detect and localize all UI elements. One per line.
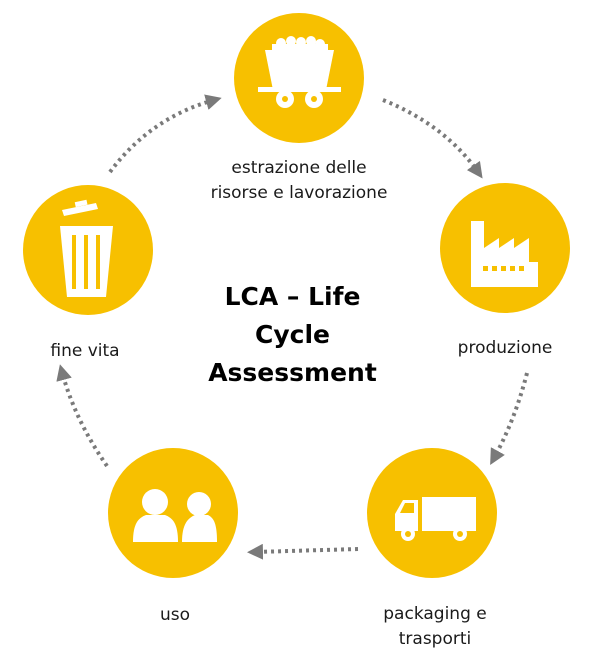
factory-icon: [471, 221, 538, 287]
end-of-life-label-line-1: fine vita: [50, 341, 120, 361]
extraction-label: estrazione delle risorse e lavorazione: [184, 156, 414, 206]
users-icon: [133, 489, 217, 542]
center-title-line-1: LCA – Life: [224, 282, 361, 311]
truck-icon: [395, 497, 476, 541]
arrow-transport-to-use: [247, 543, 359, 560]
use-circle: [108, 448, 238, 578]
use-label: uso: [135, 603, 215, 628]
transport-label-line-1: packaging e: [383, 604, 487, 624]
production-label: produzione: [440, 336, 570, 361]
transport-label-line-2: trasporti: [398, 629, 472, 649]
extraction-label-line-1: estrazione delle: [231, 158, 367, 178]
use-label-line-1: uso: [159, 605, 191, 625]
arrow-production-to-transport: [490, 372, 529, 466]
center-title-line-3: Assessment: [208, 358, 377, 387]
extraction-label-line-2: risorse e lavorazione: [210, 183, 388, 203]
production-label-line-1: produzione: [457, 338, 553, 358]
transport-label: packaging e trasporti: [360, 602, 510, 652]
arrow-end-of-life-to-extraction: [108, 94, 222, 174]
center-title-line-2: Cycle: [255, 320, 330, 349]
cycle-arrows: [56, 94, 529, 560]
trash-bin-icon: [60, 199, 113, 297]
mine-cart-icon: [258, 36, 341, 108]
center-title: LCA – Life Cycle Assessment: [190, 278, 395, 392]
end-of-life-label: fine vita: [30, 339, 140, 364]
arrow-extraction-to-production: [382, 98, 483, 179]
arrow-use-to-end-of-life: [56, 364, 109, 468]
